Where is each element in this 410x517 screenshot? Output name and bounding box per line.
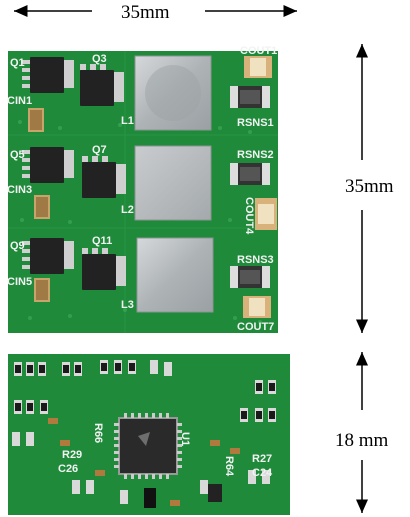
label-u1: U1	[179, 432, 191, 446]
top-width-label: 35mm	[121, 2, 170, 23]
label-cout1: COUT1	[240, 45, 277, 57]
bottom-board-photo: R29 C26 R66 U1 R64 R27 C24	[8, 354, 290, 515]
label-rsns3: RSNS3	[237, 254, 274, 266]
label-cin3: CIN3	[7, 184, 32, 196]
label-r66: R66	[92, 423, 104, 443]
label-l1: L1	[121, 115, 134, 127]
label-cout7: COUT7	[237, 321, 274, 333]
label-rsns1: RSNS1	[237, 117, 274, 129]
top-board-photo: Q1 Q3 CIN1 L1 COUT1 RSNS1 Q5 Q7 CIN3 L2 …	[7, 45, 278, 333]
label-r27: R27	[252, 453, 272, 465]
label-l2: L2	[121, 204, 134, 216]
bottom-height-label: 18 mm	[335, 430, 389, 451]
label-q9: Q9	[10, 240, 25, 252]
label-c26: C26	[58, 463, 78, 475]
label-cin5: CIN5	[7, 276, 32, 288]
label-r64: R64	[223, 456, 235, 477]
top-height-label: 35mm	[345, 176, 394, 197]
label-q11: Q11	[92, 235, 112, 247]
label-cout4: COUT4	[243, 197, 255, 235]
label-q1: Q1	[10, 57, 25, 69]
label-r29: R29	[62, 449, 82, 461]
label-q3: Q3	[92, 53, 107, 65]
label-l3: L3	[121, 299, 134, 311]
label-q5: Q5	[10, 149, 25, 161]
label-c24: C24	[252, 467, 273, 479]
label-cin1: CIN1	[7, 95, 32, 107]
label-q7: Q7	[92, 144, 107, 156]
label-rsns2: RSNS2	[237, 149, 274, 161]
